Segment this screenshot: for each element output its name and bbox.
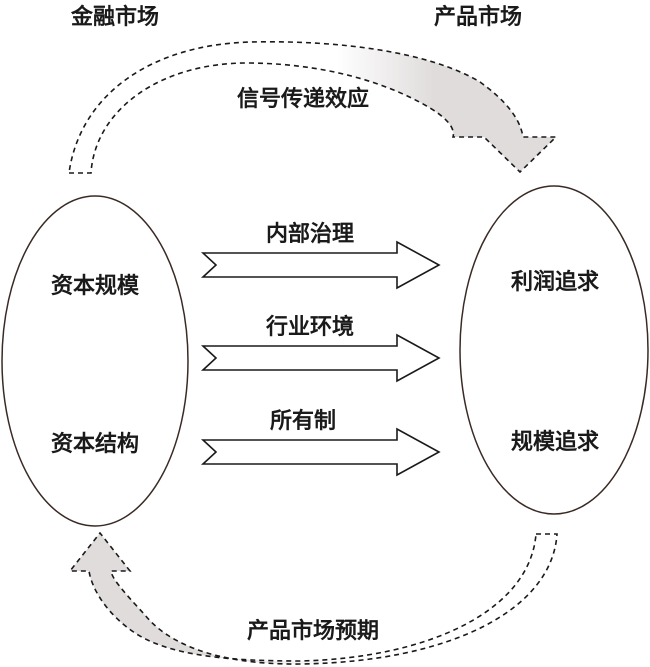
- pursuit-ellipse: [459, 185, 649, 515]
- ownership-arrow: [200, 427, 441, 477]
- capital-structure-label: 资本结构: [51, 431, 139, 457]
- product-market-label: 产品市场: [434, 4, 522, 30]
- scale-pursuit-label: 规模追求: [511, 429, 599, 455]
- industry-environment-label: 行业环境: [265, 314, 354, 340]
- signal-effect-label: 信号传递效应: [237, 86, 369, 112]
- financial-market-label: 金融市场: [70, 4, 159, 30]
- capital-scale-label: 资本规模: [51, 273, 140, 299]
- product-market-expectation-arrow: [68, 531, 558, 665]
- industry-environment-arrow: [200, 333, 441, 383]
- capital-ellipse: [1, 195, 189, 527]
- signal-effect-arrow: [68, 40, 558, 174]
- product-market-expectation-arrow-shape: [68, 531, 558, 665]
- signal-effect-arrow-shape: [68, 40, 558, 174]
- profit-pursuit-label: 利润追求: [511, 269, 599, 295]
- internal-governance-label: 内部治理: [266, 221, 354, 247]
- ownership-label: 所有制: [270, 408, 336, 434]
- internal-governance-arrow: [200, 240, 441, 290]
- product-market-expectation-label: 产品市场预期: [247, 618, 379, 644]
